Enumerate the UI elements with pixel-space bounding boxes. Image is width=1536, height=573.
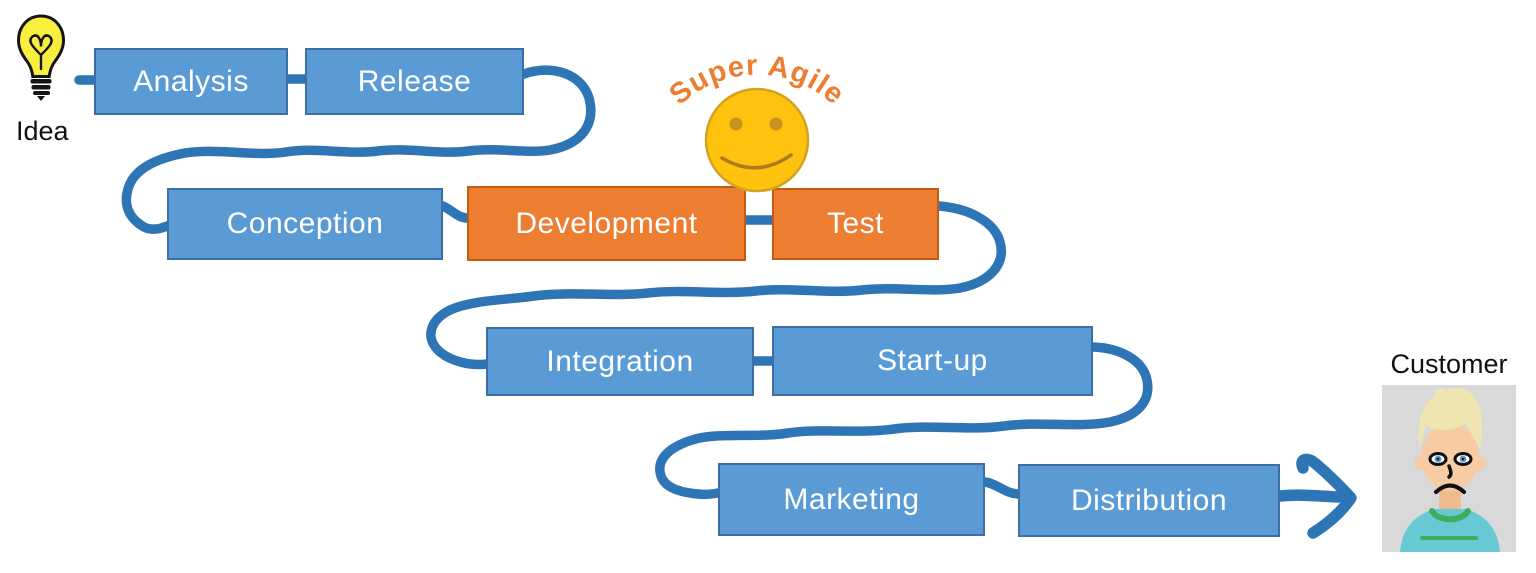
- arrow-right-icon: [1274, 453, 1357, 539]
- connector-conception-development: [438, 201, 475, 223]
- connector-marketing-distribution: [980, 477, 1023, 499]
- customer-label: Customer: [1390, 349, 1508, 379]
- stage-distribution: Distribution: [1018, 464, 1280, 537]
- lightbulb-icon: [16, 14, 66, 101]
- stage-startup: Start-up: [772, 326, 1093, 396]
- stage-integration: Integration: [486, 327, 754, 396]
- stage-conception: Conception: [167, 188, 443, 260]
- stage-development: Development: [467, 186, 746, 261]
- stage-marketing: Marketing: [718, 463, 985, 536]
- stage-analysis: Analysis: [94, 48, 288, 115]
- sad-customer-avatar: [1382, 385, 1516, 552]
- stage-release: Release: [305, 48, 524, 115]
- flow-path-release-to-conception: [121, 65, 596, 234]
- idea-label: Idea: [16, 116, 69, 146]
- stage-test: Test: [772, 188, 939, 260]
- flow-path-test-to-integration: [426, 201, 1006, 370]
- flow-path-startup-to-marketing: [655, 342, 1153, 500]
